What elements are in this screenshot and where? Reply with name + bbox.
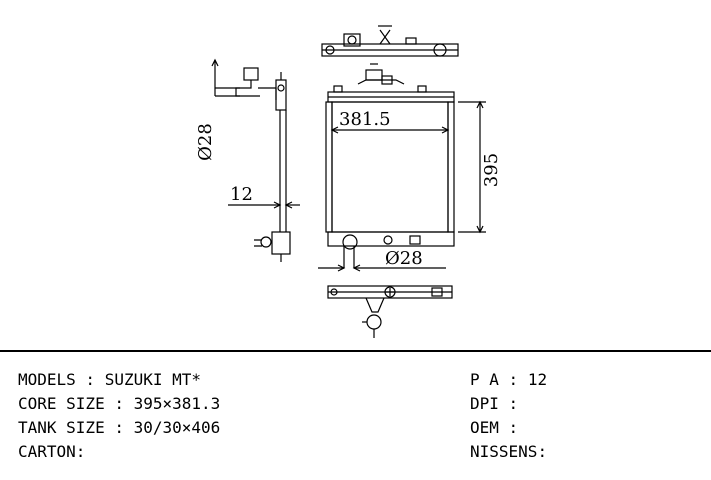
spec-row-nissens: NISSENS: (470, 442, 548, 461)
bottom-view (327, 285, 453, 338)
side-view (211, 58, 300, 262)
spec-row-pa: P A : 12 (470, 370, 548, 389)
spec-row-tank-size: TANK SIZE : 30/30×406 (18, 418, 221, 437)
radiator-technical-drawing: 381.5 395 Ø28 Ø28 12 (195, 25, 502, 338)
dim-side-pipe-label: Ø28 (195, 123, 216, 161)
spec-row-models: MODELS : SUZUKI MT* (18, 370, 202, 389)
spec-row-core-size: CORE SIZE : 395×381.3 (18, 394, 221, 413)
spec-row-carton: CARTON: (18, 442, 86, 461)
dim-thickness-label: 12 (230, 184, 253, 205)
dim-bottom-pipe-label: Ø28 (385, 248, 423, 269)
spec-row-oem: OEM : (470, 418, 528, 437)
section-divider (0, 350, 711, 352)
top-view (321, 25, 459, 57)
dim-width-label: 381.5 (339, 109, 391, 130)
radiator-drawing-svg: 381.5 395 Ø28 Ø28 12 (195, 25, 502, 338)
dim-height-label: 395 (481, 153, 502, 187)
front-view (318, 63, 486, 272)
spec-panel: MODELS : SUZUKI MT* CORE SIZE : 395×381.… (0, 352, 711, 480)
spec-right-column: P A : 12 DPI : OEM : NISSENS: (470, 368, 547, 464)
spec-row-dpi: DPI : (470, 394, 528, 413)
spec-left-column: MODELS : SUZUKI MT* CORE SIZE : 395×381.… (18, 368, 220, 464)
